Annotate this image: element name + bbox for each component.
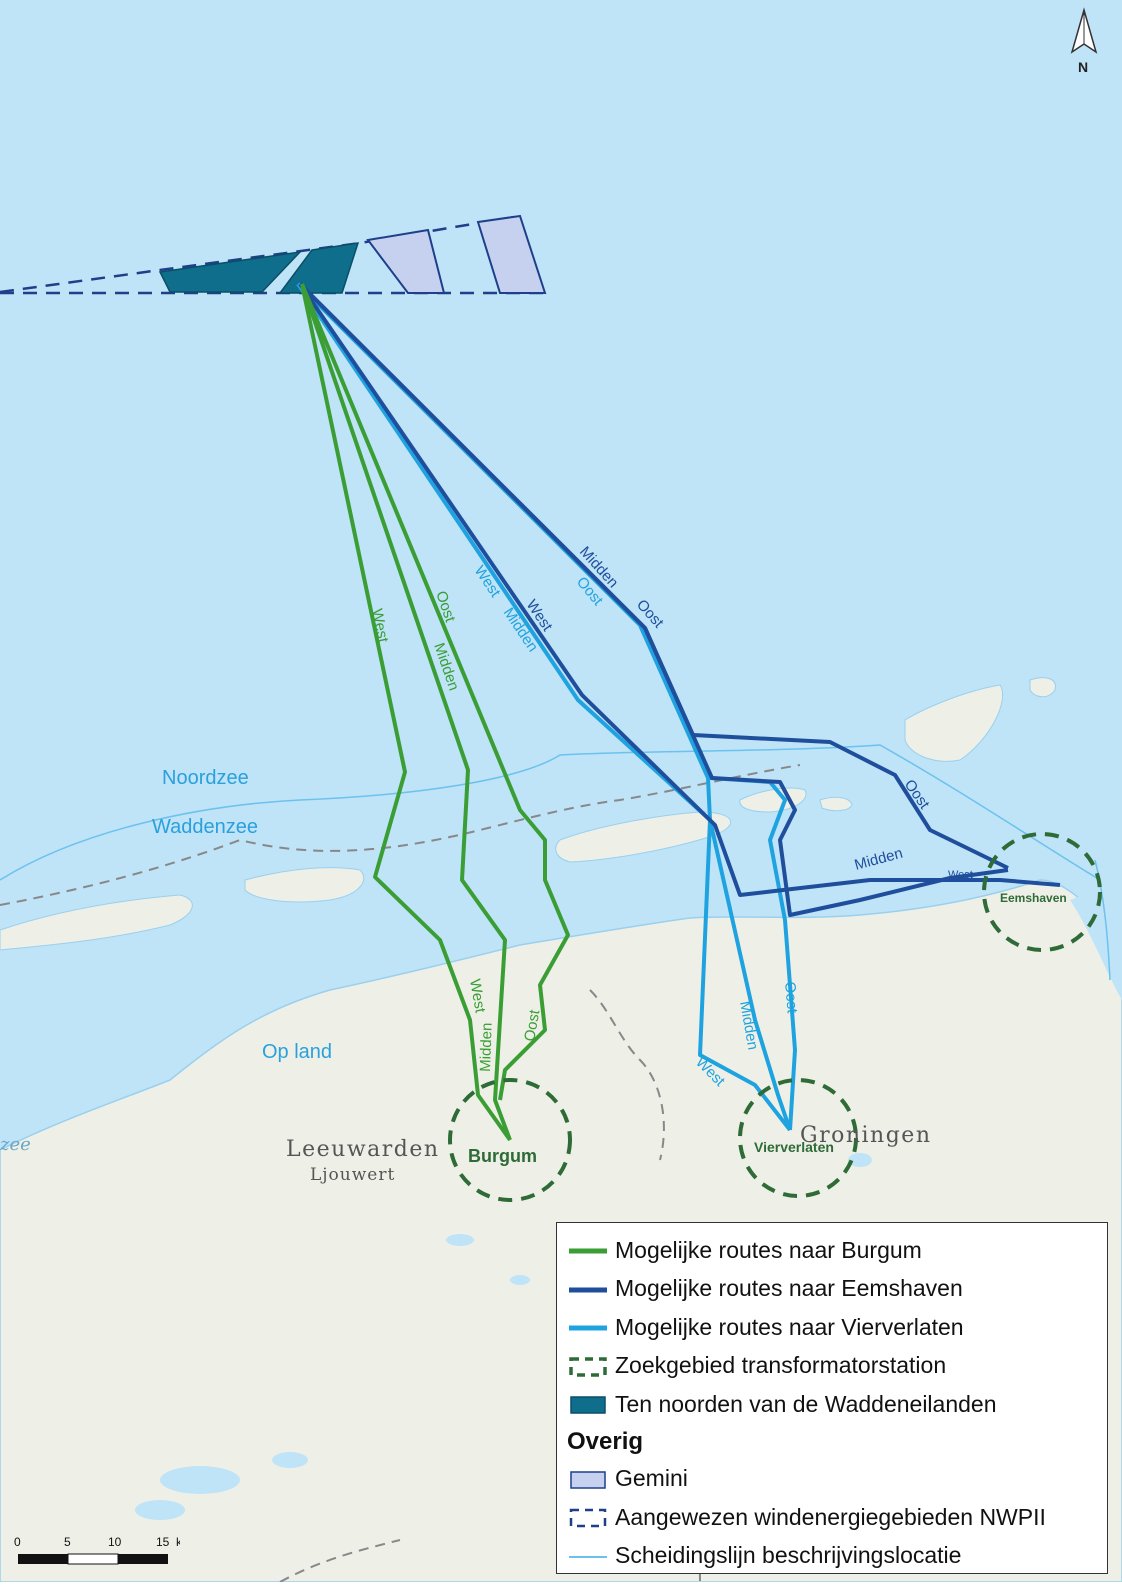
legend-item-eemshaven: Mogelijke routes naar Eemshaven xyxy=(567,1270,1097,1309)
scale-tick: 15 xyxy=(156,1535,170,1549)
scale-tick: 5 xyxy=(64,1535,71,1549)
route-label: Oost xyxy=(781,981,801,1015)
label-leeuwarden: Leeuwarden xyxy=(286,1137,440,1162)
legend-line-lightblue-icon xyxy=(567,1317,609,1337)
scale-bar: 0 5 10 15 km xyxy=(10,1530,192,1582)
search-area-eemshaven xyxy=(982,832,1102,952)
scale-unit: km xyxy=(176,1535,180,1549)
ten-noorden-waddeneilanden-area xyxy=(158,242,360,294)
north-label: N xyxy=(1078,59,1088,75)
legend-label: Aangewezen windenergiegebieden NWPII xyxy=(615,1503,1046,1530)
administrative-boundaries xyxy=(0,764,801,1582)
legend-item-burgum: Mogelijke routes naar Burgum xyxy=(567,1231,1097,1270)
scale-tick: 10 xyxy=(108,1535,122,1549)
label-groningen: Groningen xyxy=(800,1123,931,1148)
legend-heading-overig: Overig xyxy=(567,1427,644,1455)
label-noordzee: Noordzee xyxy=(162,767,249,789)
map-legend: Mogelijke routes naar Burgum Mogelijke r… xyxy=(556,1222,1108,1574)
legend-item-ten-noorden: Ten noorden van de Waddeneilanden xyxy=(567,1385,1097,1424)
wadden-islands xyxy=(0,677,1056,951)
label-waddenzee: Waddenzee xyxy=(152,816,258,838)
legend-label: Ten noorden van de Waddeneilanden xyxy=(615,1390,997,1417)
wind-energy-area-boundary xyxy=(0,214,545,295)
legend-label: Mogelijke routes naar Eemshaven xyxy=(615,1275,963,1302)
search-area-burgum xyxy=(448,1078,572,1202)
legend-label: Gemini xyxy=(615,1465,688,1492)
legend-label: Mogelijke routes naar Vierverlaten xyxy=(615,1313,964,1340)
station-burgum: Burgum xyxy=(468,1146,537,1166)
legend-item-vierverlaten: Mogelijke routes naar Vierverlaten xyxy=(567,1308,1097,1347)
route-label: West xyxy=(368,607,392,645)
station-vierverlaten: Vierverlaten xyxy=(754,1139,834,1155)
north-arrow: N xyxy=(1070,7,1098,75)
legend-item-wind-areas: Aangewezen windenergiegebieden NWPII xyxy=(567,1498,1097,1537)
legend-teal-box-icon xyxy=(567,1394,609,1414)
legend-line-green-icon xyxy=(567,1240,609,1260)
routes-eemshaven xyxy=(298,282,1061,917)
legend-dashed-blue-box-icon xyxy=(567,1507,609,1528)
search-areas xyxy=(448,832,1102,1202)
legend-label: Zoekgebied transformatorstation xyxy=(615,1352,947,1379)
route-label: West xyxy=(948,869,973,881)
scale-tick: 0 xyxy=(14,1535,21,1549)
legend-item-gemini: Gemini xyxy=(567,1460,1097,1499)
label-op-land: Op land xyxy=(262,1041,332,1063)
station-eemshaven: Eemshaven xyxy=(1000,891,1067,905)
search-area-vierverlaten xyxy=(738,1078,858,1198)
label-zee: zee xyxy=(0,1134,31,1155)
legend-item-separation-line: Scheidingslijn beschrijvingslocatie xyxy=(567,1537,1097,1576)
legend-gemini-box-icon xyxy=(567,1469,609,1489)
legend-line-darkblue-icon xyxy=(567,1279,609,1299)
route-label: Oost xyxy=(521,1008,543,1043)
route-label: Midden xyxy=(477,1022,496,1072)
inland-lakes xyxy=(135,1153,872,1520)
route-label: West xyxy=(466,978,489,1015)
label-ljouwert: Ljouwert xyxy=(310,1165,395,1185)
routes-burgum xyxy=(300,283,570,1142)
legend-thin-line-icon xyxy=(567,1546,609,1566)
legend-label: Scheidingslijn beschrijvingslocatie xyxy=(615,1542,962,1569)
legend-dashed-green-box-icon xyxy=(567,1356,609,1377)
legend-label: Mogelijke routes naar Burgum xyxy=(615,1236,922,1263)
legend-item-search-area: Zoekgebied transformatorstation xyxy=(567,1347,1097,1386)
gemini-area xyxy=(366,214,547,294)
